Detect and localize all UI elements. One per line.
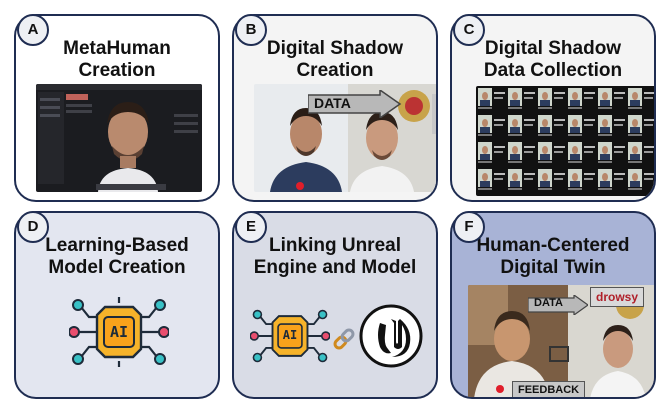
data-thumbnail	[598, 88, 625, 109]
data-collection-grid	[476, 86, 654, 196]
data-thumbnail	[538, 142, 565, 163]
data-thumbnail	[538, 88, 565, 109]
panel-d-badge: D	[17, 211, 49, 243]
drowsy-status-badge: drowsy	[590, 287, 645, 307]
ai-chip-label: AI	[282, 328, 298, 342]
data-arrow	[528, 295, 588, 315]
data-thumbnail	[478, 88, 505, 109]
data-thumbnail	[568, 169, 595, 190]
panel-title: Digital Shadow Creation	[266, 38, 404, 81]
panel-b-badge: B	[235, 14, 267, 46]
data-thumbnail	[628, 169, 654, 190]
data-arrow-label: DATA	[314, 95, 351, 111]
panel-learning-based-model-creation: Learning-Based Model Creation AI	[14, 211, 220, 399]
data-thumbnail	[478, 115, 505, 136]
data-arrow	[308, 90, 402, 118]
data-thumbnail	[568, 142, 595, 163]
link-icon	[333, 328, 355, 350]
data-thumbnail	[628, 142, 654, 163]
data-thumbnail	[508, 142, 535, 163]
panel-metahuman-creation: MetaHuman Creation	[14, 14, 220, 202]
data-thumbnail	[478, 142, 505, 163]
panel-title: Human-Centered Digital Twin	[476, 235, 630, 278]
data-thumbnail	[478, 169, 505, 190]
panel-title: Digital Shadow Data Collection	[483, 38, 623, 81]
panel-human-centered-digital-twin: Human-Centered Digital Twin DATA drowsy …	[450, 211, 656, 399]
data-thumbnail	[508, 88, 535, 109]
data-thumbnail	[508, 169, 535, 190]
panel-c-badge: C	[453, 14, 485, 46]
panel-digital-shadow-data-collection: Digital Shadow Data Collection	[450, 14, 656, 202]
data-thumbnail	[598, 142, 625, 163]
data-thumbnail	[538, 169, 565, 190]
data-arrow-label: DATA	[534, 297, 563, 309]
unreal-engine-logo-icon	[359, 304, 423, 368]
data-thumbnail	[508, 115, 535, 136]
panel-e-badge: E	[235, 211, 267, 243]
ai-chip-label: AI	[109, 323, 129, 341]
digital-shadow-photo	[254, 84, 436, 192]
data-thumbnail	[568, 88, 595, 109]
panel-title: MetaHuman Creation	[63, 38, 171, 81]
data-thumbnail	[628, 115, 654, 136]
data-thumbnail	[598, 169, 625, 190]
metahuman-editor-screenshot	[36, 84, 202, 192]
data-thumbnail	[568, 115, 595, 136]
panel-title: Learning-Based Model Creation	[45, 235, 189, 278]
panel-title: Linking Unreal Engine and Model	[253, 235, 417, 278]
panel-a-badge: A	[17, 14, 49, 46]
data-thumbnail	[598, 115, 625, 136]
data-thumbnail	[538, 115, 565, 136]
ai-chip-icon	[250, 309, 330, 363]
panel-linking-unreal-engine: Linking Unreal Engine and Model AI	[232, 211, 438, 399]
panel-f-badge: F	[453, 211, 485, 243]
feedback-label: FEEDBACK	[512, 381, 586, 397]
ai-chip-icon	[69, 297, 169, 367]
panel-digital-shadow-creation: Digital Shadow Creation DATA	[232, 14, 438, 202]
data-thumbnail	[628, 88, 654, 109]
